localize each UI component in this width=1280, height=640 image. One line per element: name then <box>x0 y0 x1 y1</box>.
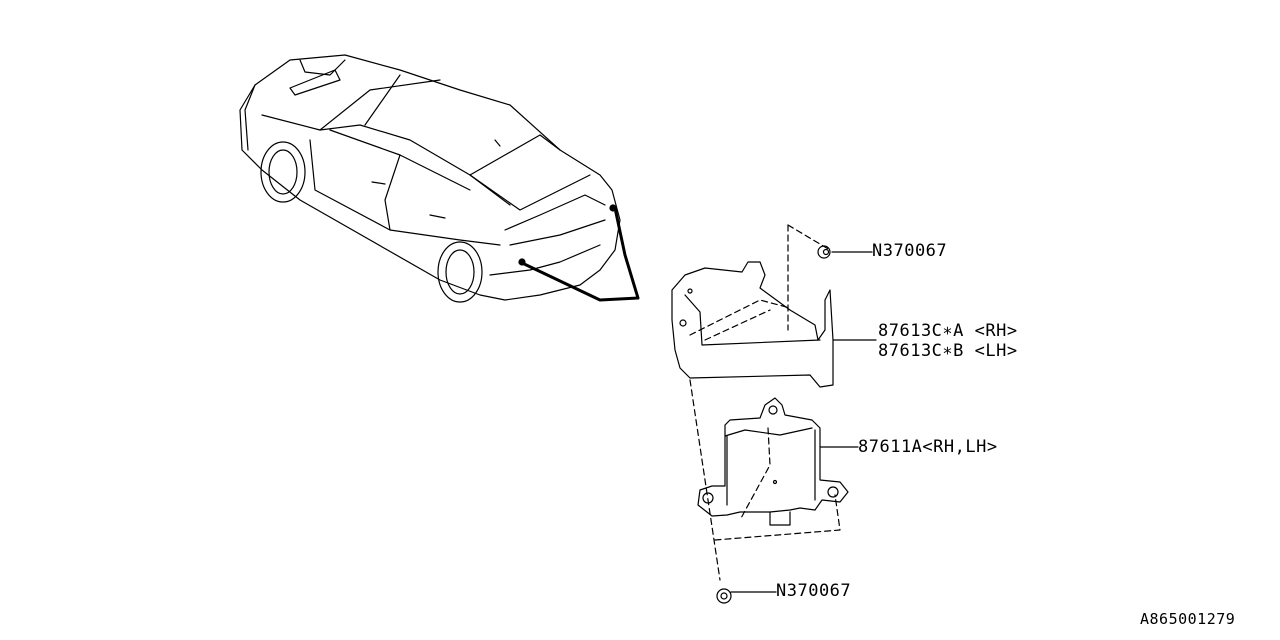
callout-nut-bottom[interactable]: N370067 <box>776 581 852 601</box>
callout-bracket-lh[interactable]: 87613C∗B <LH> <box>878 341 1018 361</box>
callout-bracket-rh[interactable]: 87613C∗A <RH> <box>878 321 1018 341</box>
drawing-code: A865001279 <box>1140 610 1236 628</box>
vehicle-illustration <box>239 54 640 303</box>
sensor-illustration <box>689 379 849 581</box>
nut-top-icon <box>817 245 831 259</box>
callout-sensor[interactable]: 87611A<RH,LH> <box>858 437 998 457</box>
leader-lines <box>730 251 877 593</box>
bracket-illustration <box>671 224 834 388</box>
callout-nut-top[interactable]: N370067 <box>872 241 948 261</box>
nut-bottom-icon <box>716 588 732 604</box>
